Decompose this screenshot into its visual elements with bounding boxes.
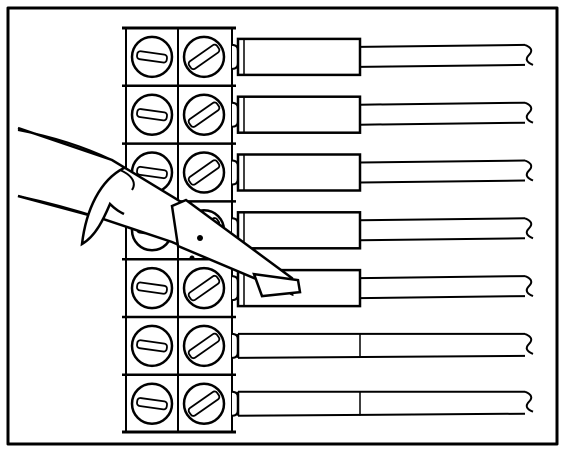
- wire-insulation-boot: [236, 153, 362, 192]
- screw-slot-right: [187, 101, 221, 128]
- screw-slot-left: [136, 50, 168, 64]
- screw-slot-right: [187, 274, 221, 302]
- screw-slot-left: [136, 108, 168, 122]
- cable-cut-end: [524, 159, 534, 182]
- wire-insulation-boot: [236, 211, 362, 250]
- wire-insulation-boot: [236, 37, 362, 77]
- terminal-row-6: [122, 315, 534, 368]
- cable-cut-end: [524, 332, 534, 355]
- screw-slot-left: [136, 281, 168, 295]
- screw-slot-left: [136, 397, 168, 411]
- cable-cut-end: [524, 101, 534, 124]
- screw-slot-right: [187, 159, 221, 186]
- probe-finger-guard: [80, 166, 125, 247]
- wire-cable: [359, 159, 526, 184]
- wire-cable: [237, 332, 526, 359]
- test-probe: [17, 126, 302, 298]
- figure-border: [6, 6, 559, 446]
- wire-cable: [359, 101, 526, 126]
- cable-cut-end: [524, 43, 534, 66]
- terminal-rows: [122, 35, 534, 425]
- screw-slot-right: [187, 43, 221, 71]
- terminal-row-1: [130, 35, 534, 79]
- terminal-row-7: [122, 373, 534, 425]
- probe-guard-ridge: [119, 169, 135, 191]
- cable-cut-end: [524, 275, 534, 298]
- screw-slot-left: [136, 165, 168, 180]
- wire-insulation-boot: [236, 95, 362, 134]
- wire-cable: [237, 390, 526, 417]
- terminal-row-2: [122, 84, 534, 136]
- wire-cable: [359, 43, 526, 68]
- wire-cable: [359, 217, 526, 242]
- probe-lead-wire: [17, 129, 113, 161]
- probe-rivet-2: [189, 255, 195, 261]
- screw-slot-right: [187, 332, 221, 360]
- screw-slot-right: [187, 390, 221, 417]
- probe-rivet-1: [197, 235, 203, 241]
- terminal-row-5: [122, 257, 534, 310]
- cable-cut-end: [524, 217, 534, 240]
- cable-cut-end: [524, 390, 534, 413]
- wire-cable: [359, 275, 526, 300]
- probe-tip: [252, 272, 302, 298]
- screw-slot-left: [136, 339, 168, 353]
